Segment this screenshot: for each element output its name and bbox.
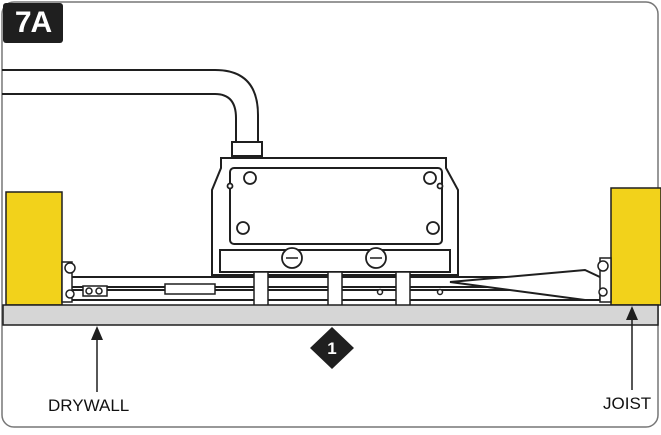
joist-clips: [61, 257, 612, 303]
drywall-panel: [2, 304, 659, 326]
joist-label: JOIST: [603, 394, 652, 413]
joist-right: [610, 187, 661, 306]
conduit-connector: [231, 141, 263, 157]
callout-number: 1: [327, 339, 336, 358]
callout-diamond: [310, 327, 354, 369]
conduit-pipe: [2, 69, 259, 148]
drywall-leader: [91, 326, 103, 392]
drywall-label: DRYWALL: [48, 396, 130, 415]
step-badge: 7A: [3, 3, 63, 43]
joist-leader: [626, 306, 638, 390]
joist-left: [5, 191, 63, 306]
junction-box: [211, 157, 459, 276]
